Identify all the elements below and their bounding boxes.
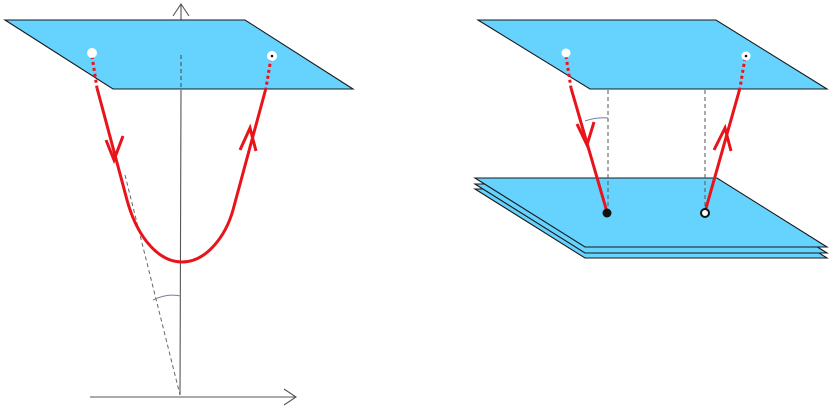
- horizontal-axis-arrowhead: [283, 388, 297, 406]
- red-u-path: [95, 87, 268, 264]
- down-arrowhead-right-panel: [575, 121, 596, 150]
- red-path-down: [569, 87, 609, 213]
- vertical-axis-lower: [179, 89, 182, 396]
- upper-plane: [476, 19, 829, 90]
- up-arrowhead-right-panel: [712, 123, 733, 152]
- red-path-up: [703, 87, 742, 213]
- red-dotted-right-panel-right: [738, 57, 747, 89]
- red-dotted-right-panel-left: [564, 55, 573, 89]
- entry-point-upper: [561, 48, 571, 58]
- lower-plane-layer-1: [473, 177, 829, 248]
- red-path-dotted-left: [90, 55, 99, 89]
- angle-arc-left: [152, 294, 182, 301]
- entry-point-white: [87, 48, 97, 58]
- vertical-axis-arrowhead: [172, 3, 190, 17]
- left-plane: [3, 19, 355, 90]
- left-panel: [3, 3, 355, 406]
- down-arrowhead-left: [104, 135, 125, 165]
- angle-arc-right: [584, 117, 609, 122]
- up-arrowhead-left: [238, 123, 258, 152]
- exit-point-upper-center-dot: [744, 54, 748, 58]
- red-path-dotted-right: [264, 57, 273, 89]
- exit-point-center-dot: [270, 54, 274, 58]
- right-panel: [473, 19, 829, 259]
- tangent-guide-dashed: [124, 174, 181, 396]
- impact-point-black: [602, 208, 612, 218]
- emission-point-ring: [700, 208, 710, 218]
